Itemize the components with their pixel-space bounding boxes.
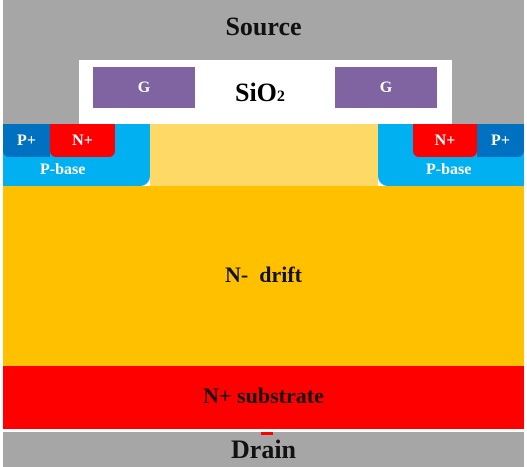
drain-label: Drain	[231, 435, 296, 464]
drift-layer: N- drift	[3, 186, 524, 366]
n-plus-right: N+	[413, 124, 477, 157]
drain-mark	[261, 432, 273, 435]
oxide-label-base: SiO	[235, 78, 277, 107]
gate-left: G	[93, 67, 195, 108]
p-base-right-label: P-base	[426, 161, 472, 178]
p-plus-left: P+	[3, 124, 50, 157]
p-base-left-label: P-base	[40, 161, 86, 178]
substrate-label: N+ substrate	[203, 383, 324, 408]
substrate-layer: N+ substrate	[3, 366, 524, 429]
jfet-region	[150, 124, 378, 186]
oxide-label-subscript: 2	[276, 88, 285, 105]
drain-metal-layer: Drain	[3, 429, 524, 467]
oxide-label: SiO2	[235, 78, 285, 108]
drift-label: N- drift	[225, 262, 302, 287]
n-plus-left: N+	[50, 124, 115, 157]
source-label: Source	[225, 12, 302, 41]
gate-right: G	[335, 67, 437, 108]
p-plus-right: P+	[477, 124, 524, 157]
